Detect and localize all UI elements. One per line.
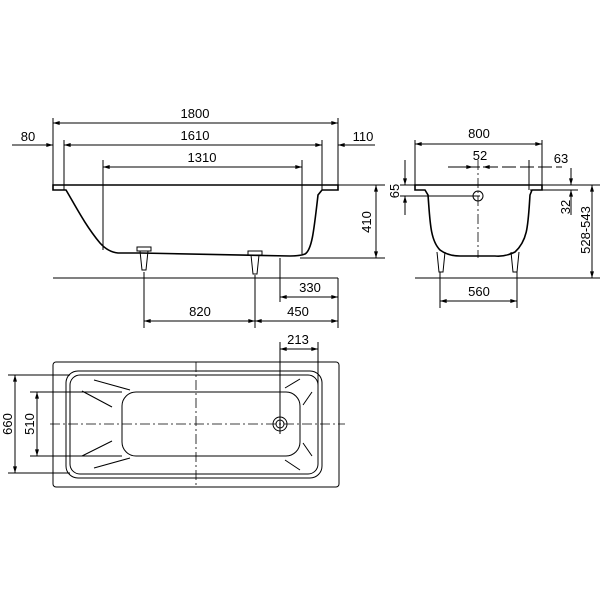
dim-65: 65 (387, 184, 402, 198)
dim-213: 213 (287, 332, 309, 347)
dim-560: 560 (468, 284, 490, 299)
dim-80: 80 (21, 129, 35, 144)
tub-leg (136, 246, 152, 271)
dim-410: 410 (359, 211, 374, 233)
dim-450: 450 (287, 304, 309, 319)
dim-32: 32 (558, 200, 573, 214)
dim-800: 800 (468, 126, 490, 141)
dim-1610: 1610 (181, 128, 210, 143)
dim-1800: 1800 (181, 106, 210, 121)
dim-528-543: 528-543 (578, 206, 593, 254)
tub-end-profile (414, 184, 543, 257)
dim-1310: 1310 (188, 150, 217, 165)
dim-63: 63 (554, 151, 568, 166)
end-view: 800 52 63 65 32 528-543 560 (387, 126, 600, 308)
side-view: 1800 1610 1310 80 110 410 330 820 450 (12, 106, 385, 328)
dim-660: 660 (0, 413, 15, 435)
tub-side-profile (52, 184, 339, 257)
plan-view: 213 660 510 (0, 332, 345, 488)
dim-510: 510 (22, 413, 37, 435)
dim-110: 110 (353, 129, 374, 144)
dim-820: 820 (189, 304, 211, 319)
dim-52: 52 (473, 148, 487, 163)
dim-330: 330 (299, 280, 321, 295)
tub-leg (247, 250, 263, 275)
